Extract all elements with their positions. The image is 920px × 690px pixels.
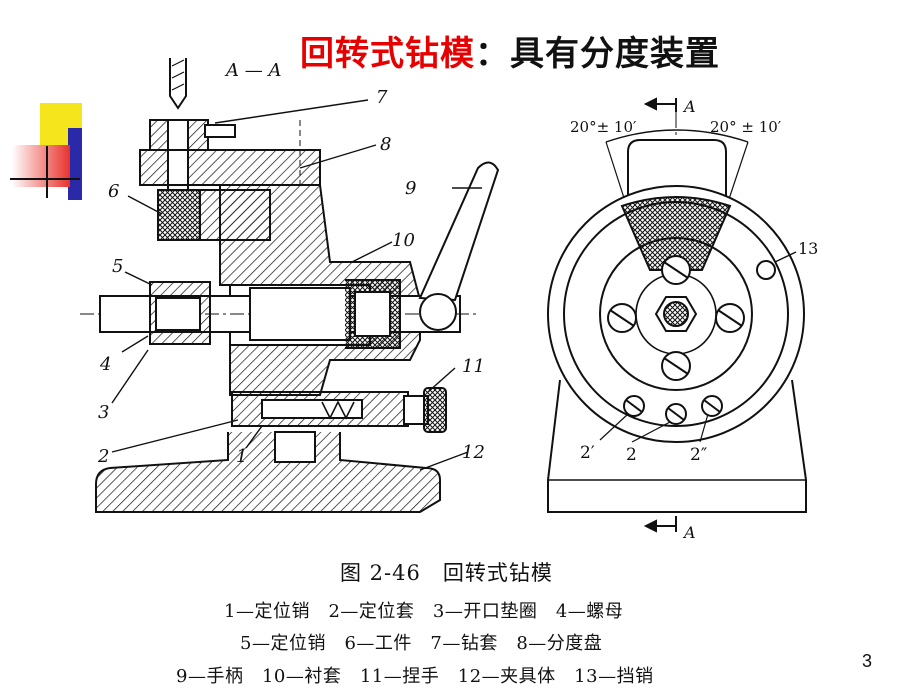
callout-2: 2	[97, 446, 109, 467]
callout-12: 12	[462, 442, 485, 463]
section-view: A — A	[80, 58, 500, 513]
deco-black-line	[46, 146, 48, 198]
title-black-part: 具有分度装置	[510, 34, 720, 74]
end-view: A A 20°± 10′ 20° ± 10′	[547, 97, 818, 542]
drilling-jig-drawing: A — A	[80, 58, 818, 542]
page-number: 3	[861, 651, 872, 671]
section-label: A — A	[224, 60, 281, 81]
callout-8: 8	[380, 134, 391, 155]
pin-label-13: 13	[798, 239, 818, 258]
section-mark-bottom: A	[682, 523, 696, 542]
angle-label-right: 20° ± 10′	[710, 118, 782, 136]
callout-4: 4	[99, 354, 111, 375]
title-red-part: 回转式钻模	[300, 34, 475, 74]
title-colon: ：	[475, 34, 510, 74]
callout-3: 3	[98, 402, 109, 423]
legend-line-3: 9—手柄 10—衬套 11—捏手 12—夹具体 13—挡销	[176, 666, 654, 687]
angle-label-left: 20°± 10′	[570, 118, 637, 136]
deco-black-line-h	[10, 178, 80, 180]
hole-label-2: 2	[626, 445, 637, 465]
hole-label-2-double-prime: 2″	[690, 445, 707, 465]
deco-blue-bar	[68, 128, 82, 200]
callout-7: 7	[376, 87, 388, 108]
legend-line-1: 1—定位销 2—定位套 3—开口垫圈 4—螺母	[224, 601, 624, 622]
slide-title: 回转式钻模：具有分度装置	[300, 26, 720, 75]
section-mark-top: A	[682, 97, 696, 116]
callout-10: 10	[392, 230, 415, 251]
deco-red-square	[12, 145, 70, 187]
hole-label-2-prime: 2′	[580, 443, 595, 463]
legend-line-2: 5—定位销 6—工件 7—钻套 8—分度盘	[240, 633, 603, 654]
callout-1: 1	[236, 446, 247, 467]
callout-6: 6	[108, 181, 119, 202]
figure-caption: 图 2-46 回转式钻模	[340, 561, 553, 585]
callout-5: 5	[112, 256, 123, 277]
callout-11: 11	[462, 356, 485, 377]
callout-9: 9	[405, 178, 416, 199]
